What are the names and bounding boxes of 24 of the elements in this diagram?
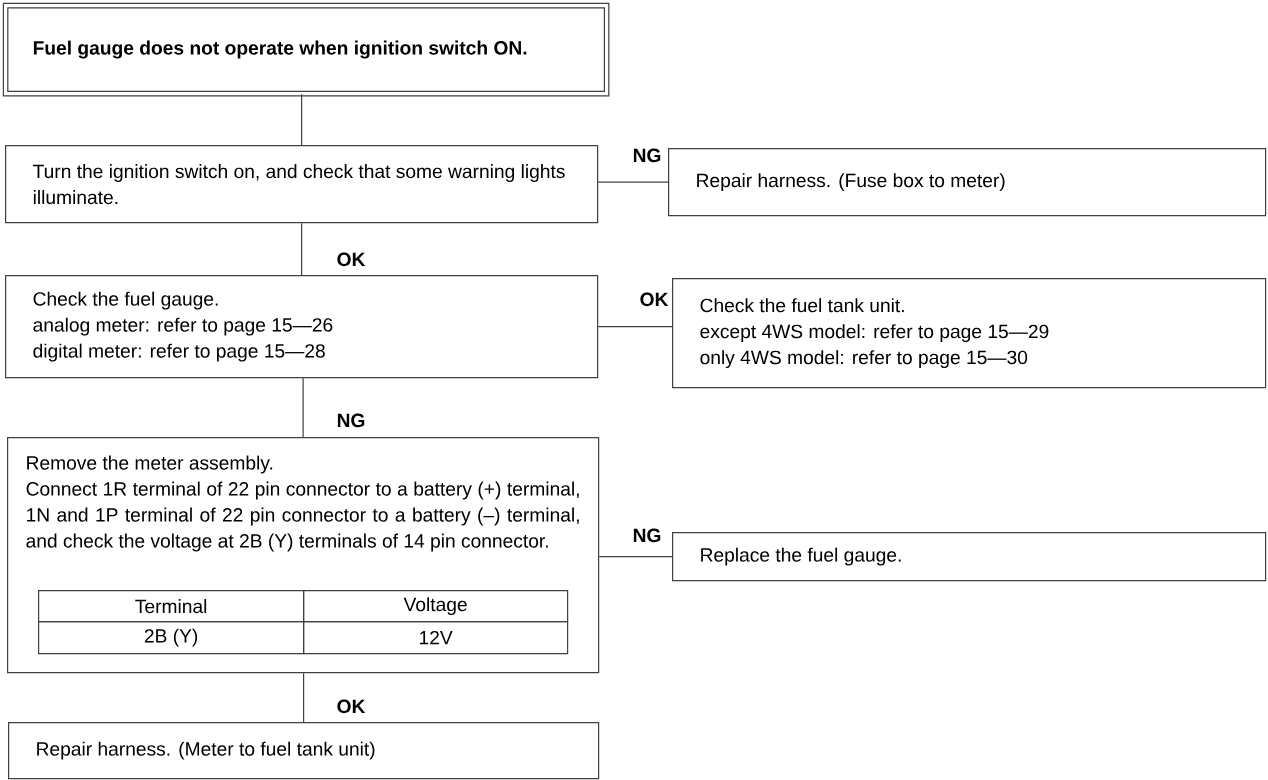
table-cell: Voltage <box>303 590 569 623</box>
step-box: Check the fuel gauge. analog meter: refer to page 15—26 digital meter: refer to page 15—28 <box>5 275 599 379</box>
table-cell: Terminal <box>38 590 305 623</box>
connector-line <box>303 672 305 723</box>
connector-line <box>598 556 673 558</box>
table-cell: 2B (Y) <box>38 621 305 655</box>
edge-label: OK <box>637 290 671 309</box>
step-box: Replace the fuel gauge. <box>672 532 1267 582</box>
step-box: Repair harness. (Meter to fuel tank unit) <box>8 722 600 780</box>
edge-label: NG <box>630 146 664 165</box>
title-box: Fuel gauge does not operate when ignition switch ON. <box>2 2 610 97</box>
edge-label: NG <box>334 411 368 430</box>
step-box: Check the fuel tank unit. except 4WS model: refer to page 15—29 only 4WS model: refer to page 15—30 <box>672 278 1267 389</box>
connector-line <box>301 222 303 276</box>
edge-label: OK <box>334 697 368 716</box>
edge-label: OK <box>334 250 368 269</box>
connector-line <box>597 326 673 328</box>
edge-label: NG <box>630 526 664 545</box>
step-box: Repair harness. (Fuse box to meter) <box>668 148 1267 217</box>
table-cell: 12V <box>303 621 569 655</box>
connector-line <box>301 93 303 146</box>
connector-line <box>302 377 304 438</box>
connector-line <box>597 181 669 183</box>
step-box: Turn the ignition switch on, and check that some warning lights illuminate. <box>5 145 599 224</box>
